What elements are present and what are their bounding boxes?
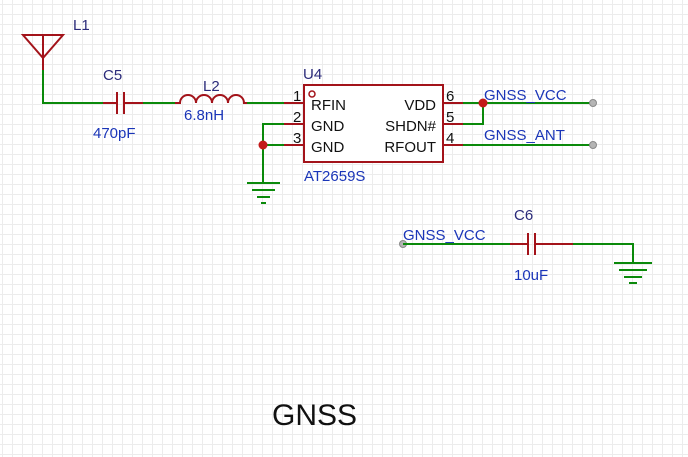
net-label-gnss-vcc-top: GNSS_VCC: [484, 87, 567, 104]
capacitor-c6-symbol: [510, 233, 573, 255]
u4-designator: U4: [303, 66, 322, 83]
antenna-icon: [20, 34, 66, 70]
u4-pin4-number: 4: [446, 130, 454, 147]
u4-part-number: AT2659S: [304, 168, 365, 185]
c5-designator: C5: [103, 67, 122, 84]
inductor-l2[interactable]: [175, 94, 247, 104]
ground-icon: [247, 182, 280, 204]
net-label-gnss-ant: GNSS_ANT: [484, 127, 565, 144]
net-label-gnss-vcc-bottom: GNSS_VCC: [403, 227, 486, 244]
ground-symbol-c6: [614, 262, 652, 284]
capacitor-c5[interactable]: [103, 92, 143, 114]
u4-pin5-number: 5: [446, 109, 454, 126]
ground-symbol-u4: [247, 182, 280, 204]
u4-pin5-name: SHDN#: [385, 118, 437, 135]
junction-dot-vcc: [478, 98, 488, 108]
u4-right-pins: [443, 102, 463, 146]
u4-pin1-number: 1: [293, 88, 301, 105]
antenna-l1[interactable]: [20, 34, 66, 70]
c6-designator: C6: [514, 207, 533, 224]
sheet-title: GNSS: [272, 399, 357, 432]
ic-u4[interactable]: [284, 84, 463, 163]
ground-icon: [614, 262, 652, 284]
wire-u4-gnd: [262, 123, 284, 183]
capacitor-c5-symbol: [103, 92, 143, 114]
u4-pin3-number: 3: [293, 130, 301, 147]
u4-pin3-name: GND: [311, 139, 345, 156]
c6-value: 10uF: [514, 267, 548, 284]
inductor-l2-symbol: [175, 94, 247, 104]
l2-designator: L2: [203, 78, 220, 95]
capacitor-c6[interactable]: [510, 233, 573, 255]
net-port-icon[interactable]: [589, 141, 597, 149]
c5-value: 470pF: [93, 125, 136, 142]
u4-pin6-name: VDD: [404, 97, 436, 114]
u4-pin6-number: 6: [446, 88, 454, 105]
wire-c6-to-gnd: [573, 243, 634, 263]
u4-pin2-name: GND: [311, 118, 345, 135]
junction-dot-gnd: [258, 140, 268, 150]
wire-antenna-to-c5: [42, 70, 103, 104]
u4-left-pins: [284, 102, 304, 146]
u4-pin4-name: RFOUT: [384, 139, 436, 156]
u4-pin1-name: RFIN: [311, 97, 346, 114]
u4-pin2-number: 2: [293, 109, 301, 126]
antenna-designator: L1: [73, 17, 90, 34]
l2-value: 6.8nH: [184, 107, 224, 124]
pin1-marker-icon: [308, 90, 316, 98]
net-port-icon[interactable]: [589, 99, 597, 107]
